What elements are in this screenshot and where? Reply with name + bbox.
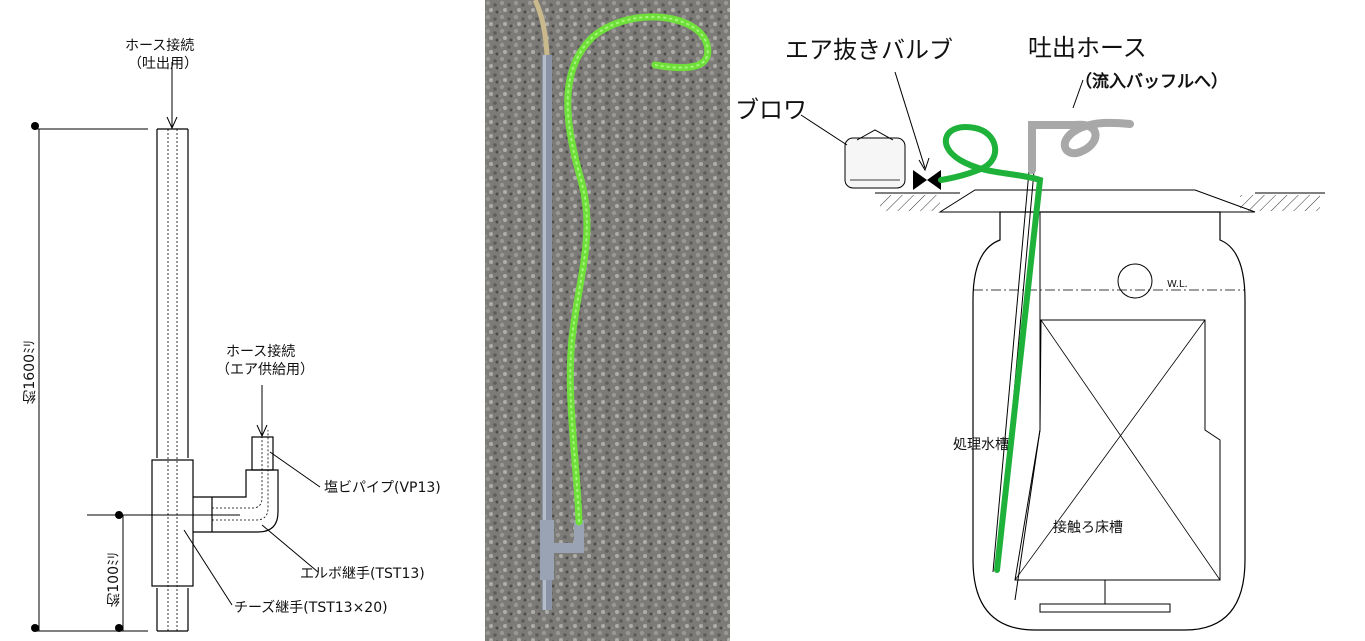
gravel-ground: [485, 0, 730, 641]
hose-side-label-1: ホース接続: [226, 344, 296, 360]
green-air-hose: [938, 124, 1044, 573]
contact-filter-box: [1014, 319, 1221, 581]
installation-diagram: エア抜きバルブ 吐出ホース （流入バッフルへ） ブロワ W.L. 処理水槽 接触…: [735, 0, 1365, 641]
dimension-dot: [31, 122, 39, 130]
contact-tank-label: 接触ろ床槽: [1053, 520, 1123, 536]
gray-discharge-hose: [1028, 118, 1134, 174]
gray-pvc-pipe: [542, 55, 552, 610]
leader-discharge-hose: [1072, 79, 1084, 109]
main-pipe: [156, 128, 189, 632]
length-total-label: 約1600ﾐﾘ: [22, 340, 38, 404]
leader-tee: [183, 529, 233, 606]
leader-pvc-pipe: [269, 451, 321, 488]
airlift-pump-drawing: ホース接続 （吐出用） ホース接続 （エア供給用） 塩ビパイプ(VP13) エル…: [0, 0, 480, 641]
diffuser: [1039, 603, 1171, 613]
tee-label: チーズ継手(TST13×20): [234, 600, 388, 616]
elbow-fitting: [212, 430, 279, 533]
tee-joint: [552, 543, 582, 553]
discharge-hose-note: （流入バッフルへ）: [1075, 72, 1228, 92]
photo-scene: [485, 0, 730, 641]
blower-label: ブロワ: [735, 96, 807, 124]
hose-top-label-1: ホース接続: [125, 38, 195, 54]
pvc-pipe-label: 塩ビパイプ(VP13): [324, 480, 441, 496]
leader-blower: [800, 114, 848, 146]
discharge-hose-label: 吐出ホース: [1028, 34, 1147, 62]
leader-air-valve: [894, 71, 926, 169]
tee-fitting: [151, 459, 228, 587]
blower: [844, 129, 906, 189]
dimension-dot: [31, 624, 39, 632]
treated-tank-label: 処理水槽: [953, 437, 1009, 453]
installation-diagram-lines: [800, 71, 1325, 631]
airlift-pump-drawing-lines: [31, 62, 321, 632]
hose-top-label-2: （吐出用）: [128, 56, 198, 72]
tank-outline: [972, 211, 1246, 631]
inlet-pipe: [1117, 263, 1153, 299]
airlift-pipe: [992, 159, 1031, 573]
air-valve-label: エア抜きバルブ: [785, 36, 953, 64]
side-pvc-pipe: [251, 436, 274, 471]
elbow-label: エルボ継手(TST13): [300, 566, 425, 582]
ground-surface: [875, 192, 1325, 211]
dimension-dot: [115, 624, 123, 632]
leader-elbow: [261, 524, 319, 573]
air-valve: [913, 170, 941, 190]
length-short-label: 約100ﾐﾘ: [106, 552, 122, 607]
manhole-cover: [938, 189, 1256, 213]
water-level-label: W.L.: [1167, 279, 1188, 290]
hose-side-label-2: （エア供給用）: [216, 362, 314, 378]
airlift-pump-photo: [485, 0, 730, 641]
partition-wall: [1014, 212, 1041, 601]
